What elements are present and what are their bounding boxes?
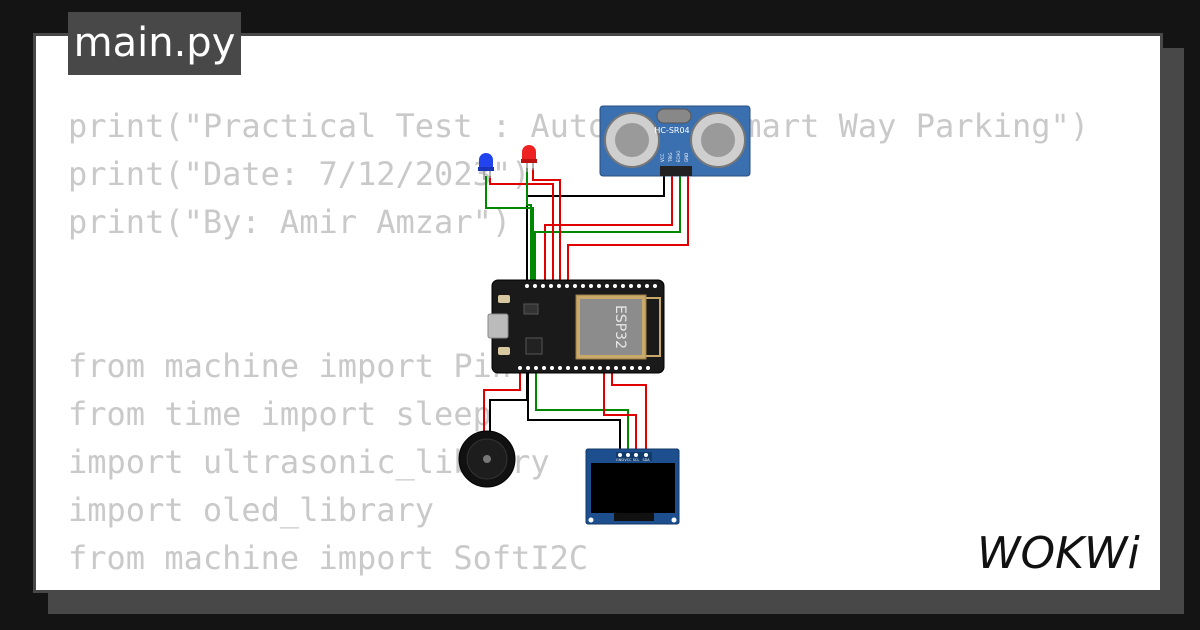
wire-oled-gnd [527, 370, 621, 452]
wires [483, 168, 689, 452]
code-line: import oled_library [68, 491, 435, 529]
pin-label: GND [616, 458, 624, 462]
pin-header-top [525, 284, 657, 288]
pin-label: ECHO [676, 151, 681, 162]
code-line: print("Date: 7/12/2023") [68, 155, 531, 193]
wire-vcc-ultrasonic [544, 175, 673, 283]
ultrasonic-sensor[interactable]: HC-SR04 VCC TRIG ECHO GND [599, 105, 751, 177]
pin-label: TRIG [668, 152, 673, 163]
pin-label: VCC [624, 458, 632, 462]
wire-oled-vcc [535, 370, 629, 452]
esp32-board[interactable]: ESP32 [487, 279, 665, 374]
oled-display[interactable]: GND VCC SCL SDA [585, 448, 680, 525]
ultrasonic-label: HC-SR04 [654, 126, 689, 135]
code-line: from machine import Pin [68, 347, 512, 385]
code-line: from machine import SoftI2C [68, 539, 589, 577]
pin-label: SDA [642, 458, 650, 462]
code-line: print("By: Amir Amzar") [68, 203, 512, 241]
pin-label: VCC [660, 153, 665, 162]
pin-header-bottom [518, 366, 650, 370]
wire-trig-ultrasonic [534, 175, 681, 283]
pin-label: SCL [633, 458, 640, 462]
wire-led-red-2 [532, 168, 561, 283]
esp32-label: ESP32 [612, 305, 628, 349]
led-blue[interactable] [478, 153, 494, 180]
wokwi-logo[interactable]: WOKWi [975, 522, 1155, 582]
logo-text: WOKWi [977, 528, 1140, 579]
code-line: from time import sleep [68, 395, 492, 433]
wire-buzzer-gnd [489, 370, 528, 434]
wire-gnd-ultrasonic [526, 175, 665, 283]
led-red[interactable] [521, 145, 537, 172]
buzzer[interactable] [458, 430, 516, 488]
wire-led-blue [485, 176, 534, 283]
wire-oled-scl [603, 370, 637, 452]
wire-oled-sda [611, 370, 647, 452]
wire-led-red [526, 168, 532, 283]
file-tab-label[interactable]: main.py [68, 12, 241, 75]
wire-buzzer-sig [483, 370, 521, 434]
wire-echo-ultrasonic [567, 175, 689, 283]
wire-led-blue-2 [489, 176, 554, 283]
pin-label: GND [684, 153, 689, 162]
